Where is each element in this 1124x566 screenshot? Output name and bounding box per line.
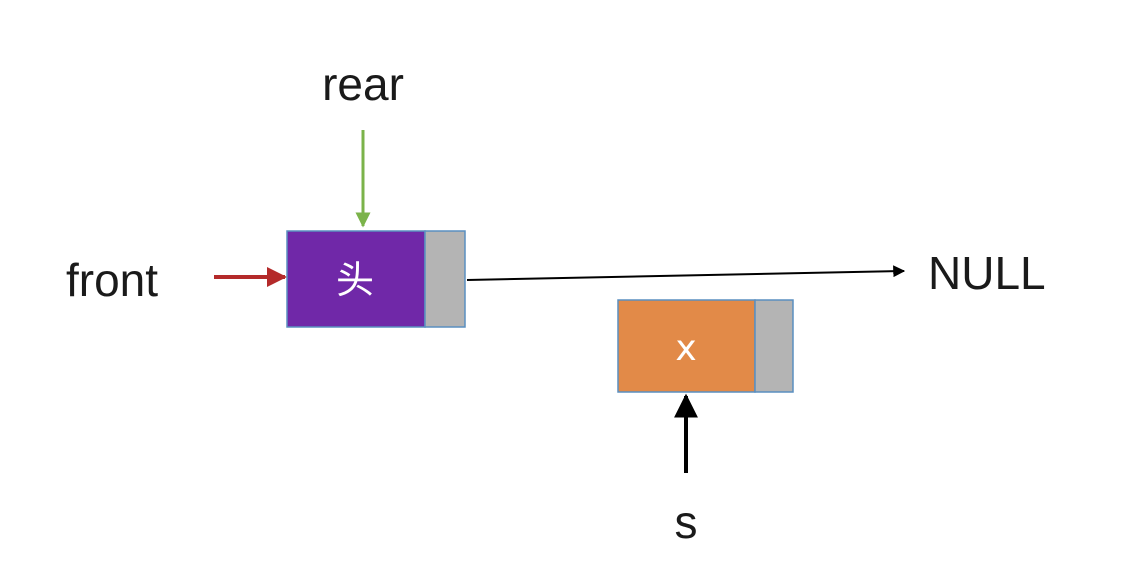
new-node-data-cell <box>617 299 756 393</box>
front-label: front <box>66 254 158 306</box>
new-node-next-cell <box>754 299 794 393</box>
new-node: x <box>617 299 794 393</box>
null-label: NULL <box>928 247 1046 299</box>
head-node: 头 <box>286 230 466 328</box>
new-node-value: x <box>675 328 696 369</box>
head-next-arrow <box>466 265 906 281</box>
head-node-data-cell <box>286 230 426 328</box>
head-node-value: 头 <box>336 258 374 302</box>
s-label: s <box>675 496 698 548</box>
head-node-next-cell <box>424 230 466 328</box>
rear-label: rear <box>322 58 404 110</box>
